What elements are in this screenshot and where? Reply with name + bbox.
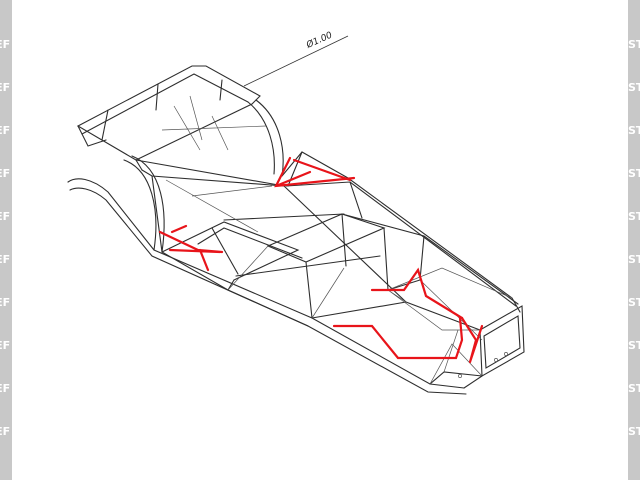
watermark-fragment: DEF	[0, 253, 11, 266]
mid-bay-top	[266, 213, 386, 263]
mount-hole	[458, 374, 462, 378]
brace-floor-y	[370, 267, 464, 320]
cockpit-floor-a	[161, 221, 300, 281]
cockpit-floor-b	[197, 227, 303, 275]
watermark-fragment: ST	[628, 81, 640, 94]
watermark-fragment: DEF	[0, 425, 11, 438]
chassis-drawing: Ø1.00	[67, 30, 525, 395]
watermark-fragment: DEF	[0, 38, 11, 51]
watermark-fragment: ST	[628, 38, 640, 51]
watermark-fragment: DEF	[0, 167, 11, 180]
dimension-callout: Ø1.00	[243, 30, 349, 87]
mid-bay-lower	[311, 235, 425, 319]
watermark-fragment: ST	[628, 339, 640, 352]
front-lower	[429, 371, 483, 389]
seat-back-links	[141, 169, 285, 253]
roll-hoop-arc	[247, 101, 275, 175]
front-bulkhead-inner	[483, 315, 521, 369]
lower-right-rail	[341, 213, 519, 305]
rear-corner	[77, 125, 143, 171]
upper-left-rail	[135, 159, 481, 331]
right-watermark-strip: ST ST ST ST ST ST ST ST ST ST	[628, 0, 640, 480]
brace-floor-lower	[332, 316, 464, 360]
watermark-fragment: ST	[628, 296, 640, 309]
front-bulkhead	[479, 305, 525, 377]
side-bulge	[123, 159, 157, 251]
upper-right-inner	[285, 181, 517, 307]
rear-top-inner	[81, 73, 249, 135]
mid-bay-posts	[305, 213, 389, 319]
frame-diagonals	[165, 179, 513, 341]
watermark-fragment: ST	[628, 167, 640, 180]
upper-right-rail	[281, 151, 521, 313]
watermark-fragment: DEF	[0, 339, 11, 352]
rear-top-frame	[76, 65, 261, 161]
watermark-fragment: DEF	[0, 382, 11, 395]
rear-uprights	[101, 79, 223, 141]
rear-diagonals	[161, 95, 267, 151]
watermark-fragment: DEF	[0, 81, 11, 94]
space-frame	[67, 65, 525, 395]
brace-side-x	[158, 224, 224, 272]
left-watermark-strip: DEF DEF DEF DEF DEF DEF DEF DEF DEF DEF	[0, 0, 12, 480]
watermark-fragment: ST	[628, 382, 640, 395]
red-bracing	[158, 156, 484, 364]
brace-front	[460, 316, 484, 364]
front-diagonals	[429, 329, 483, 385]
watermark-fragment: DEF	[0, 296, 11, 309]
watermark-fragment: ST	[628, 253, 640, 266]
mount-hole	[494, 358, 498, 362]
dimension-leader-line	[243, 35, 349, 87]
watermark-fragment: DEF	[0, 210, 11, 223]
watermark-fragment: ST	[628, 124, 640, 137]
cockpit-crossbars	[223, 213, 381, 277]
mount-hole	[504, 352, 508, 356]
lower-left-rail	[67, 178, 465, 389]
watermark-fragment: ST	[628, 425, 640, 438]
brace-hoop-x	[274, 156, 356, 188]
watermark-fragment: ST	[628, 210, 640, 223]
dimension-label: Ø1.00	[304, 30, 334, 52]
roll-hoop-arc-outer	[255, 99, 284, 177]
watermark-fragment: DEF	[0, 124, 11, 137]
